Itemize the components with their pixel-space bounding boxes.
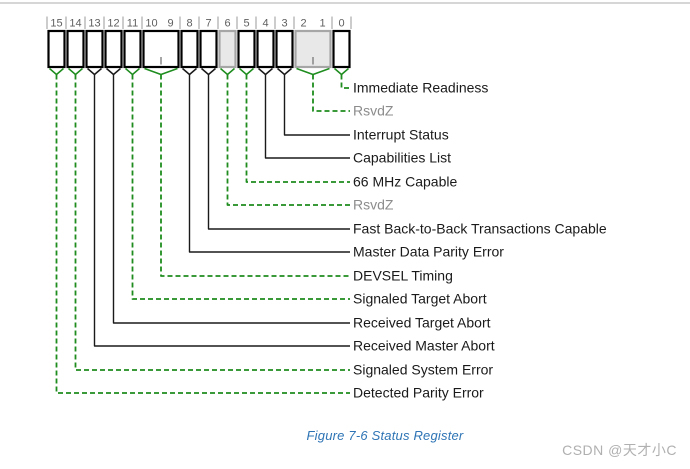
leader-line-bit-3 [283,74,350,136]
bit-number-12: 12 [107,18,119,30]
bit-number-11: 11 [127,18,138,30]
bracket-bit-15 [49,67,64,76]
bit-number-4: 4 [262,18,268,30]
field-label-bit-6: RsvdZ [353,197,394,213]
bracket-bit-2-1 [296,67,330,76]
register-cell-bit-4 [256,29,275,69]
field-label-bit-10-9: DEVSEL Timing [353,268,453,284]
register-cell-bit-7 [199,29,218,69]
bit-number-3: 3 [281,18,287,30]
bit-number-6: 6 [224,18,230,30]
field-label-bit-14: Signaled System Error [353,362,493,378]
bracket-bit-8 [182,67,197,76]
leader-line-bit-11 [131,74,350,300]
leader-line-bit-15 [55,74,350,394]
bracket-bit-11 [125,67,140,76]
bit-number-10: 10 [145,18,157,30]
field-label-bit-8: Master Data Parity Error [353,244,504,260]
bracket-bit-3 [277,67,292,76]
register-cell-bit-0 [332,29,351,69]
register-cell-bit-5 [237,29,256,69]
register-cell-bit-8 [180,29,199,69]
bracket-bit-0 [334,67,349,76]
bit-number-13: 13 [88,18,100,30]
leader-line-bit-4 [264,74,350,159]
leader-line-bit-0 [340,74,350,89]
register-cell-bit-14 [66,29,85,69]
register-cell-bit-12 [104,29,123,69]
register-cell-bit-15 [47,29,66,69]
register-cell-bit-13 [85,29,104,69]
leader-line-bit-12 [112,74,350,324]
bracket-bit-5 [239,67,254,76]
field-label-bit-5: 66 MHz Capable [353,174,457,190]
bracket-bit-13 [87,67,102,76]
leader-line-bit-8 [188,74,350,253]
leader-line-bit-10-9 [160,74,350,277]
field-label-bit-12: Received Target Abort [353,315,491,331]
bit-number-0: 0 [338,18,344,30]
bit-number-1: 1 [319,18,325,30]
watermark-text: CSDN @天才小C [562,442,677,458]
field-label-bit-15: Detected Parity Error [353,385,484,401]
leader-line-bit-14 [74,74,350,371]
bracket-bit-12 [106,67,121,76]
bracket-bit-7 [201,67,216,76]
leader-line-bit-7 [207,74,350,230]
leader-line-bit-13 [93,74,350,347]
bracket-bit-4 [258,67,273,76]
bit-number-5: 5 [243,18,249,30]
bracket-bit-10-9 [144,67,178,76]
bit-number-14: 14 [69,18,81,30]
leader-line-bit-2-1 [312,74,350,112]
field-label-bit-3: Interrupt Status [353,127,449,143]
bit-number-8: 8 [186,18,192,30]
field-label-bit-7: Fast Back-to-Back Transactions Capable [353,221,607,237]
register-cell-bit-3 [275,29,294,69]
field-label-bit-2-1: RsvdZ [353,103,394,119]
register-cell-bit-6 [218,29,237,69]
field-label-bit-11: Signaled Target Abort [353,291,487,307]
field-label-bit-4: Capabilities List [353,150,451,166]
register-cell-bit-11 [123,29,142,69]
field-label-bit-13: Received Master Abort [353,338,495,354]
leader-line-bit-5 [245,74,350,183]
bit-number-15: 15 [50,18,62,30]
bracket-bit-14 [68,67,83,76]
bit-number-7: 7 [205,18,211,30]
bracket-bit-6 [220,67,235,76]
bit-number-2: 2 [300,18,306,30]
field-label-bit-0: Immediate Readiness [353,80,488,96]
figure-caption: Figure 7-6 Status Register [306,428,464,443]
bit-number-9: 9 [167,18,173,30]
leader-line-bit-6 [226,74,350,206]
